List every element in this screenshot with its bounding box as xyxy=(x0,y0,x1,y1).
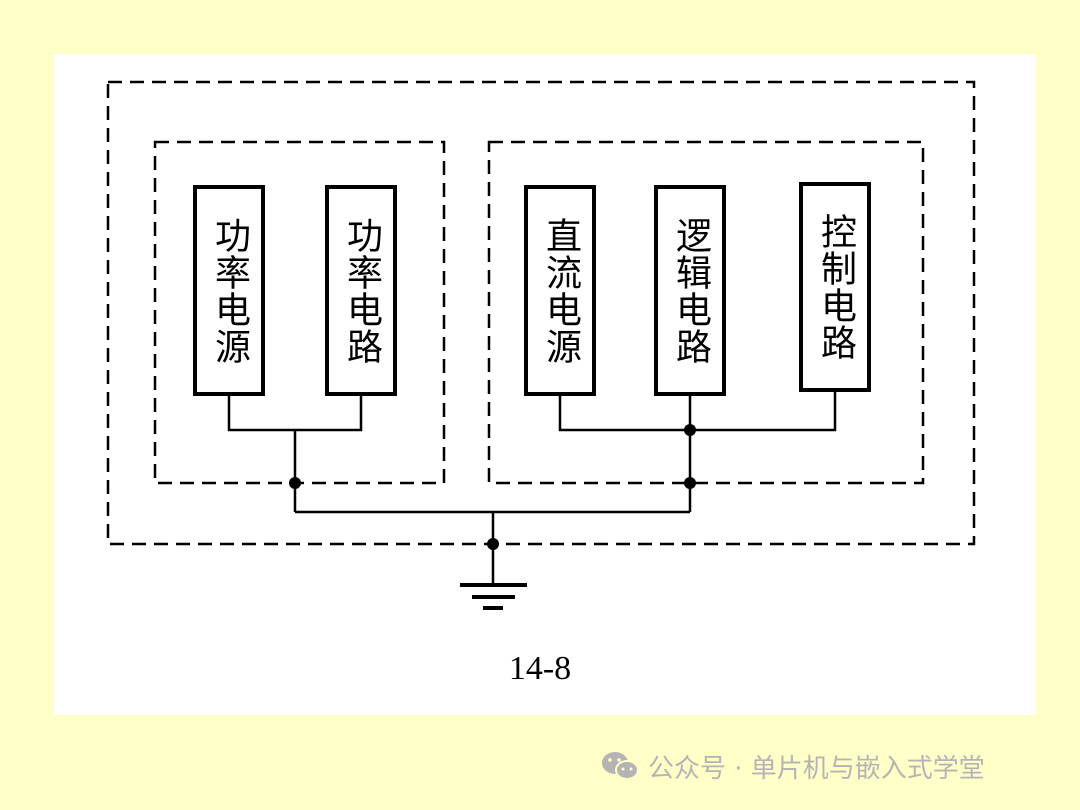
outer-enclosure xyxy=(106,80,976,546)
wechat-icon xyxy=(602,752,639,780)
label-control-circuit: 控制电路 xyxy=(815,213,856,361)
figure-caption: 14-8 xyxy=(508,650,572,687)
junction-dots xyxy=(289,424,696,550)
ground-icon xyxy=(460,583,527,610)
label-dc-supply: 直流电源 xyxy=(540,216,581,365)
label-power-supply: 功率电源 xyxy=(209,216,250,365)
label-power-circuit: 功率电路 xyxy=(341,216,382,365)
diagram-panel xyxy=(54,54,1035,715)
watermark: 公众号 · 单片机与嵌入式学堂 xyxy=(600,744,985,788)
label-logic-circuit: 逻辑电路 xyxy=(670,216,711,365)
watermark-text: 公众号 · 单片机与嵌入式学堂 xyxy=(648,753,985,784)
control-group-enclosure xyxy=(487,140,925,485)
wiring xyxy=(227,390,837,585)
